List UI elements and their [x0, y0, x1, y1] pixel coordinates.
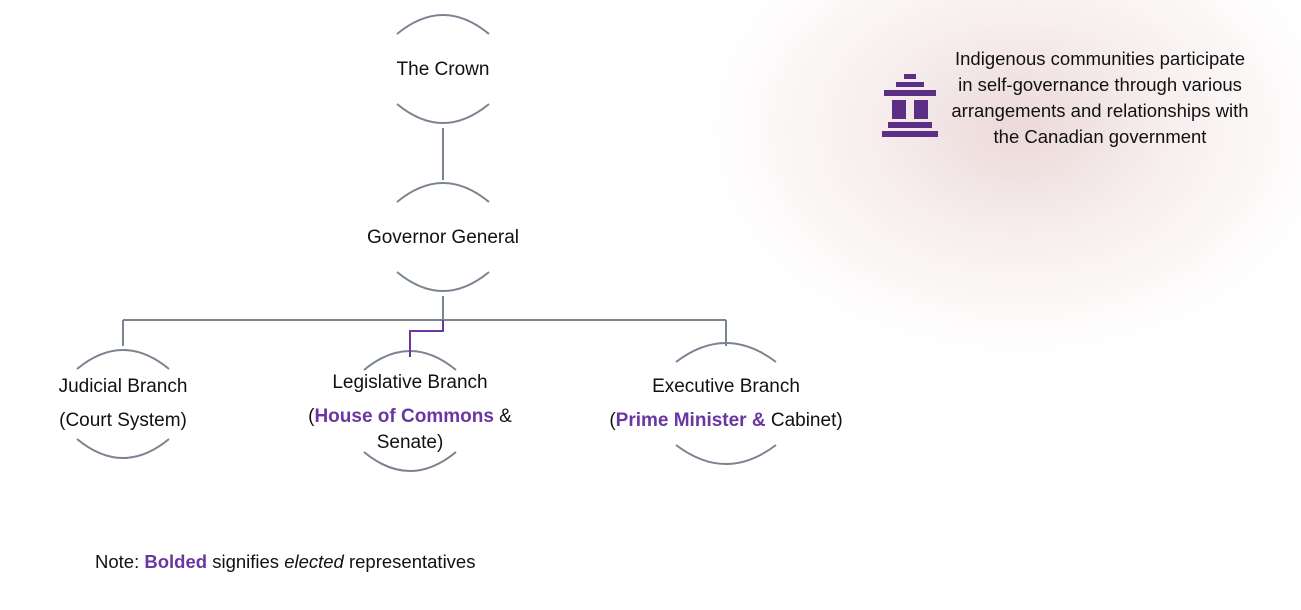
judicial-top-arc: [76, 349, 170, 370]
footnote-elected: elected: [284, 551, 344, 572]
footnote: Note: Bolded signifies elected represent…: [95, 551, 476, 572]
footnote-bolded: Bolded: [144, 551, 208, 572]
executive-subtitle: (Prime Minister & Cabinet): [609, 410, 843, 431]
gg-top-arc: [396, 182, 490, 203]
inukshuk-icon: [882, 74, 938, 137]
legislative-branch-node: Legislative Branch (House of Commons & S…: [290, 368, 530, 458]
legislative-bottom-arc: [363, 451, 457, 472]
executive-branch-node: Executive Branch (Prime Minister & Cabin…: [576, 370, 876, 438]
judicial-bottom-arc: [76, 438, 170, 459]
crown-label: The Crown: [396, 59, 490, 80]
crown-top-arc: [396, 14, 490, 35]
crown-node: The Crown: [343, 53, 543, 87]
house-of-commons-elected: House of Commons: [314, 406, 494, 427]
prime-minister-elected: Prime Minister &: [615, 410, 766, 431]
legislative-line1: (House of Commons &: [308, 406, 512, 427]
judicial-title: Judicial Branch: [58, 376, 188, 397]
governor-general-label: Governor General: [366, 227, 520, 248]
executive-bottom-arc: [675, 444, 777, 465]
indigenous-governance-note: Indigenous communities participate in se…: [951, 48, 1249, 147]
executive-top-arc: [675, 342, 777, 363]
legislative-elected-connector: [409, 320, 444, 357]
legislative-title: Legislative Branch: [332, 372, 488, 393]
judicial-branch-node: Judicial Branch (Court System): [23, 370, 223, 438]
governor-general-node: Governor General: [313, 221, 573, 255]
executive-title: Executive Branch: [652, 376, 800, 397]
crown-bottom-arc: [396, 103, 490, 124]
judicial-subtitle: (Court System): [59, 410, 187, 431]
legislative-line2: Senate): [376, 432, 444, 453]
gg-bottom-arc: [396, 271, 490, 292]
